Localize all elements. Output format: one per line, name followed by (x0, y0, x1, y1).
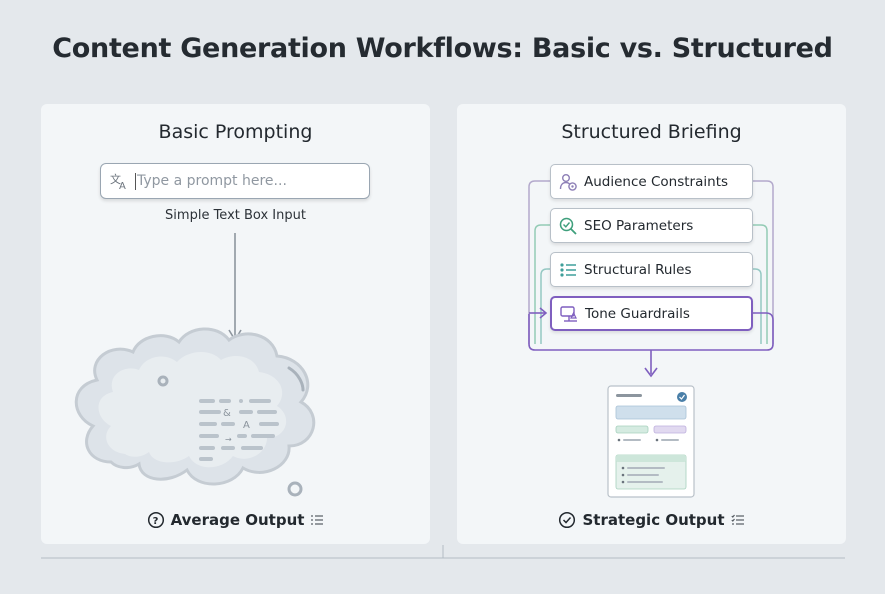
connector-structure (540, 268, 762, 344)
brief-item-audience-constraints[interactable]: Audience Constraints (550, 164, 753, 199)
prompt-placeholder: Type a prompt here... (137, 173, 287, 189)
audience-icon (557, 171, 579, 193)
structured-flow-art (528, 180, 774, 498)
brief-item-structural-rules[interactable]: Structural Rules (550, 252, 753, 287)
page-title: Content Generation Workflows: Basic vs. … (52, 33, 833, 64)
brief-item-tone-guardrails[interactable]: Tone Guardrails (550, 296, 753, 331)
prompt-input[interactable]: 文 A Type a prompt here... (100, 163, 370, 199)
question-circle-icon: ? (147, 511, 164, 529)
connector-audience (528, 180, 774, 344)
list-icon (557, 259, 579, 281)
strategic-output: Strategic Output (457, 511, 846, 529)
strategic-output-label: Strategic Output (582, 511, 725, 529)
basic-flow-art: & A → (74, 233, 316, 497)
merge-arrowhead (644, 367, 658, 378)
checklist-icon (311, 515, 324, 525)
translate-icon: 文 A (110, 172, 126, 190)
cloud-icon: & A → (74, 327, 316, 486)
connector-seo (534, 224, 768, 344)
svg-text:&: & (223, 408, 231, 419)
brief-item-label: Audience Constraints (584, 173, 729, 190)
svg-text:文: 文 (110, 172, 121, 186)
bottom-divider (41, 545, 845, 559)
connector-tone (528, 312, 774, 351)
brief-item-label: Structural Rules (584, 261, 692, 278)
svg-text:A: A (243, 420, 250, 431)
svg-text:?: ? (152, 516, 158, 527)
structured-briefing-title: Structured Briefing (561, 121, 742, 143)
bubble-arc (287, 366, 305, 392)
svg-text:→: → (225, 435, 232, 444)
basic-prompting-panel: Basic Prompting 文 A Type a prompt here..… (41, 104, 430, 544)
check-circle-icon (559, 511, 576, 529)
bubble-dot (157, 375, 169, 387)
average-output-label: Average Output (170, 511, 305, 529)
tone-input-arrowhead (539, 307, 548, 319)
text-caret (135, 173, 136, 190)
brief-item-label: SEO Parameters (584, 217, 694, 234)
checklist-icon (730, 514, 744, 525)
document-icon (607, 385, 695, 498)
structured-briefing-panel: Structured Briefing (457, 104, 846, 544)
svg-text:A: A (119, 181, 126, 190)
scale-icon (558, 303, 580, 325)
basic-prompting-title: Basic Prompting (158, 121, 313, 143)
average-output: ? Average Output (41, 511, 430, 529)
simple-input-caption: Simple Text Box Input (165, 208, 306, 223)
brief-item-seo-parameters[interactable]: SEO Parameters (550, 208, 753, 243)
seo-search-icon (557, 215, 579, 237)
brief-item-label: Tone Guardrails (585, 305, 690, 322)
bubble-dot (287, 481, 303, 497)
